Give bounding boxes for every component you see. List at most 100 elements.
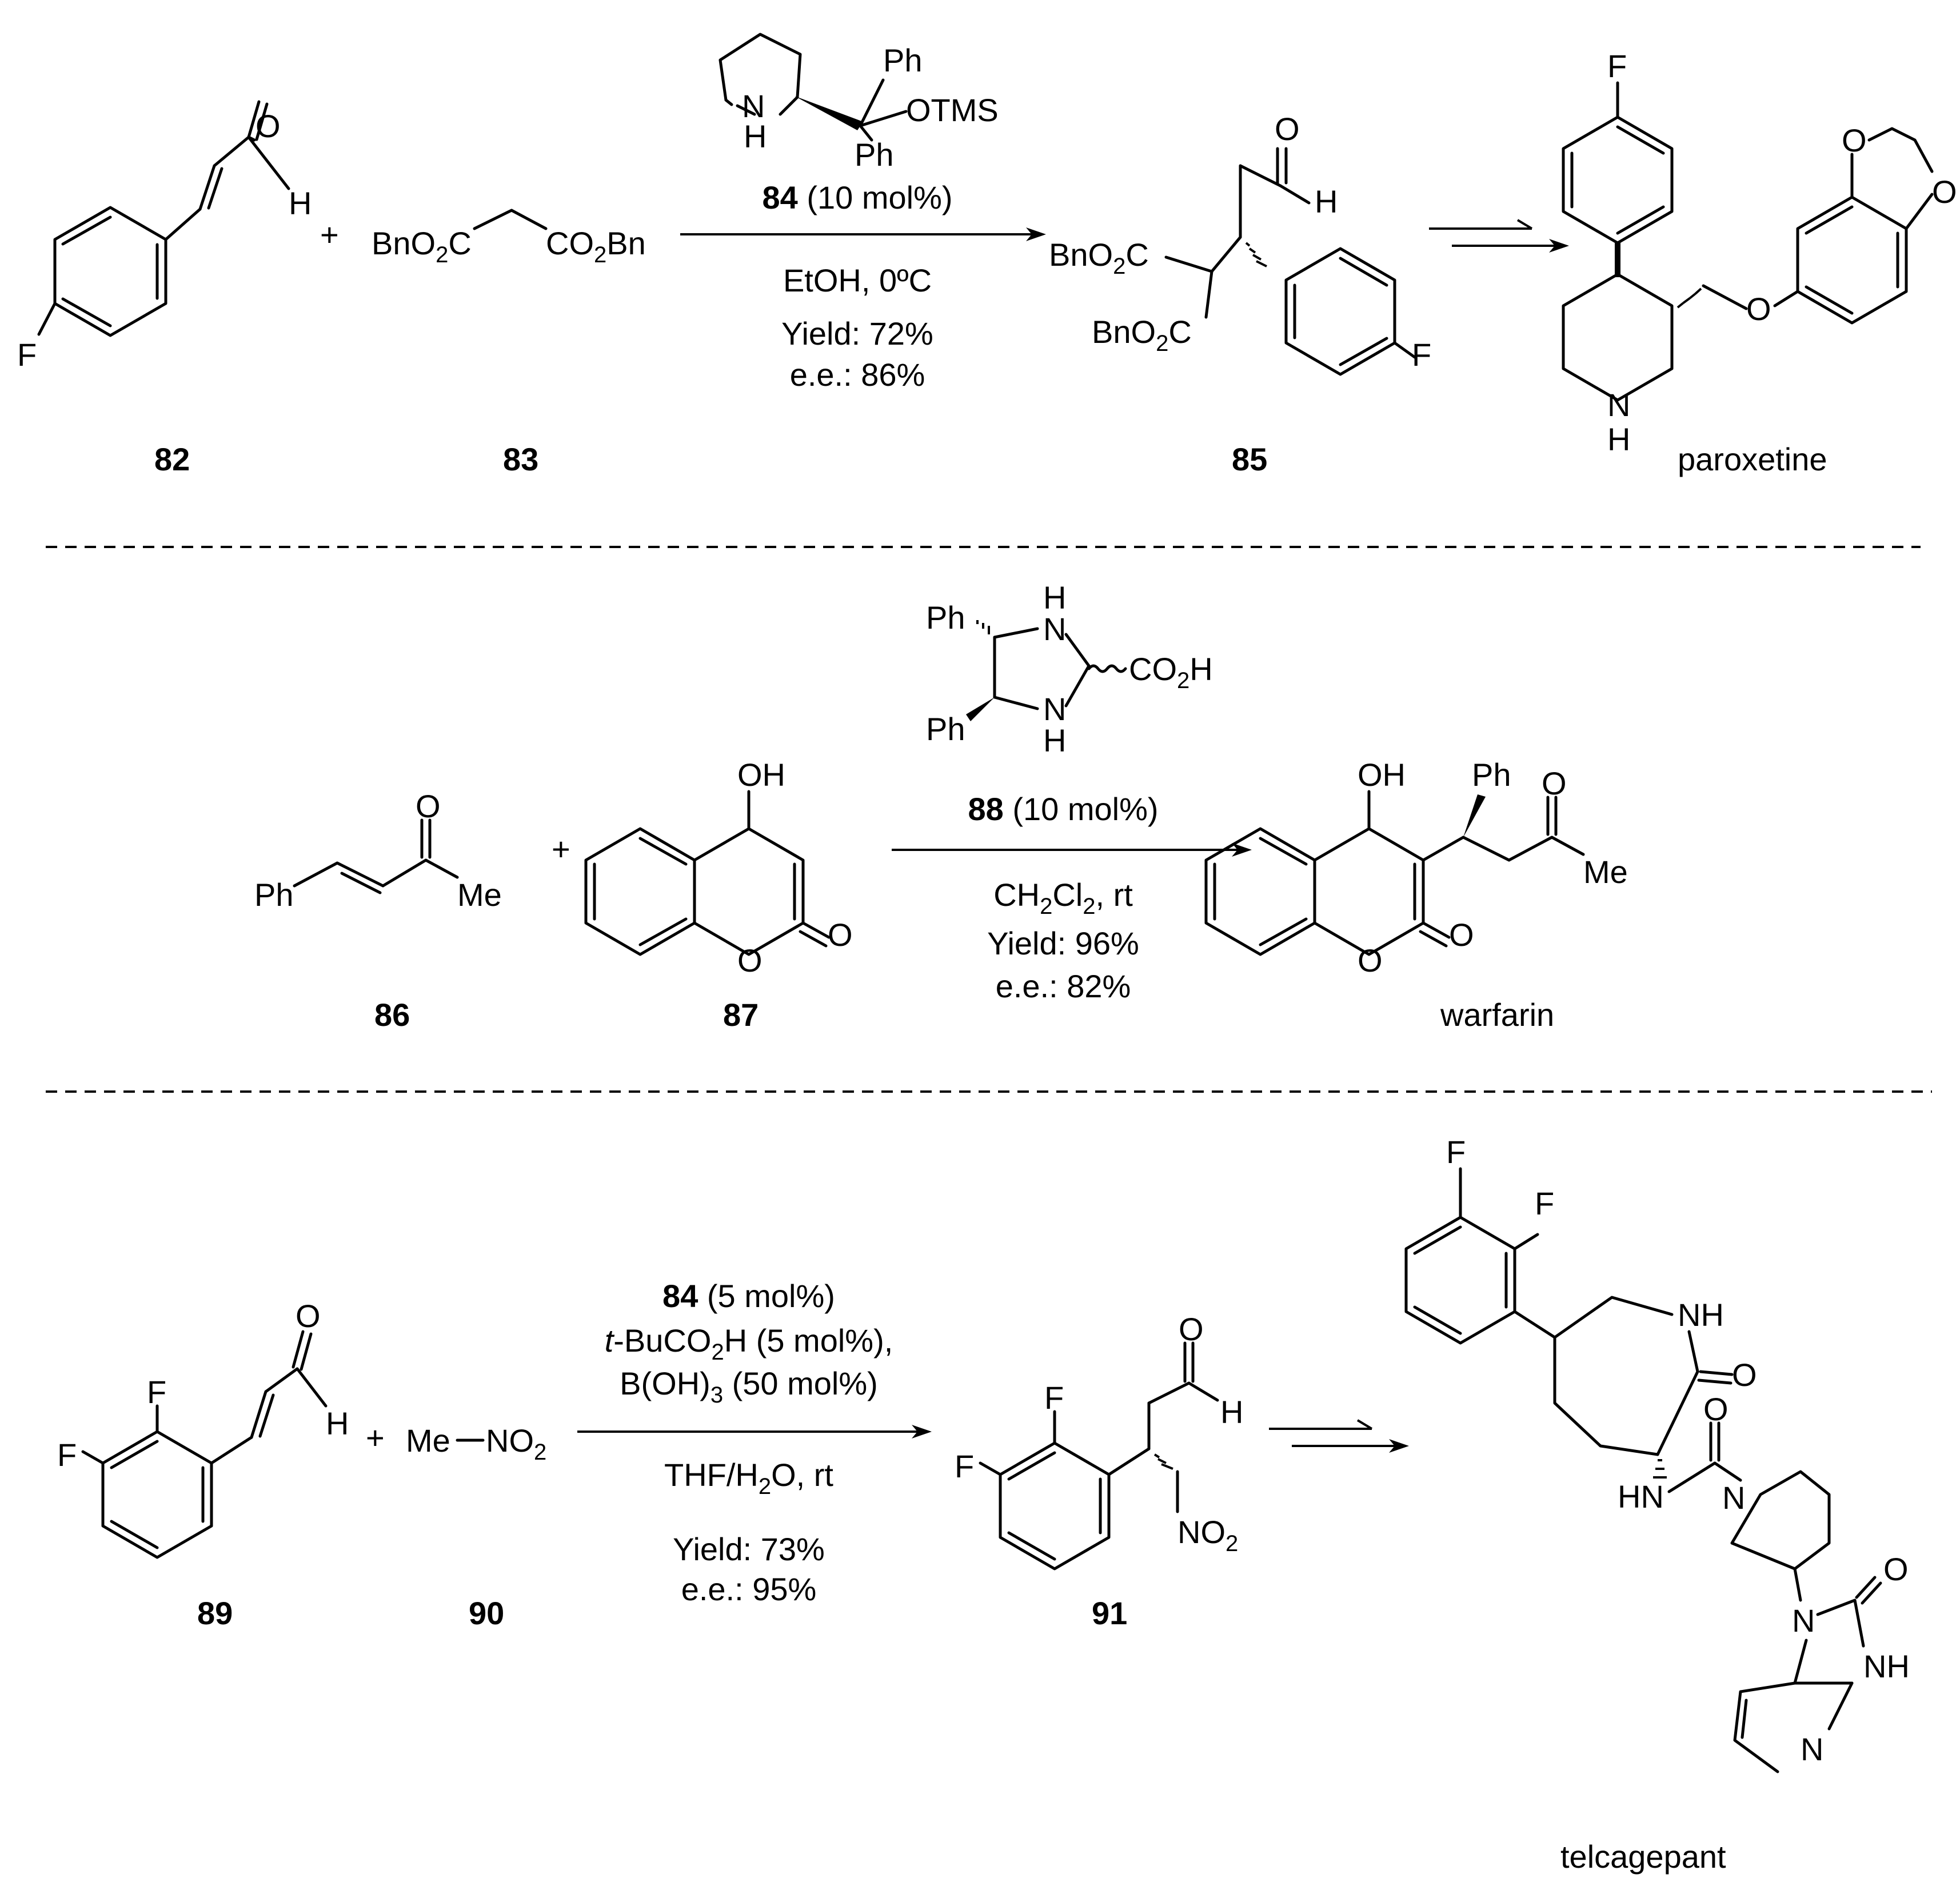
- atom-o: O: [1275, 111, 1300, 147]
- condition-ee: e.e.: 95%: [681, 1571, 817, 1607]
- atom-o-ring: O: [737, 942, 763, 978]
- ester-upper: BnO2C: [1049, 237, 1149, 279]
- atom-o-ketone: O: [1542, 765, 1567, 801]
- condition-ee: e.e.: 86%: [790, 357, 925, 393]
- atom-h-top: H: [1043, 580, 1066, 616]
- atom-n: N: [742, 88, 765, 124]
- atom-oh: OH: [737, 757, 785, 793]
- reaction-3: F F O H 89 + Me NO2 90 84 (5 mol%) t-BuC…: [57, 1134, 1910, 1875]
- atom-o: O: [416, 788, 441, 824]
- atom-h-bottom: H: [1043, 722, 1066, 758]
- compound-86-structure: Ph O Me: [254, 788, 502, 913]
- compound-89-structure: F F O H: [57, 1298, 349, 1559]
- compound-label-91: 91: [1092, 1595, 1127, 1631]
- atom-me: Me: [457, 877, 502, 913]
- condition-yield: Yield: 96%: [987, 925, 1139, 961]
- condition-solvent: EtOH, 0ºC: [783, 262, 932, 298]
- ester-lower: BnO2C: [1092, 314, 1192, 356]
- catalyst-loading: 84 (5 mol%): [662, 1278, 835, 1314]
- condition-solvent: CH2Cl2, rt: [993, 877, 1133, 919]
- atom-f-top: F: [1446, 1134, 1466, 1170]
- condition-solvent: THF/H2O, rt: [664, 1457, 833, 1499]
- atom-n-pyridine: N: [1801, 1731, 1823, 1767]
- atom-f-meta: F: [57, 1437, 77, 1473]
- phenyl-lower: Ph: [926, 711, 965, 747]
- atom-o-lactam: O: [1732, 1357, 1757, 1393]
- plus-sign: +: [320, 217, 339, 253]
- atom-o-ring: O: [1358, 942, 1383, 978]
- reaction-1: O H F 82 + BnO2C CO2Bn 83 N H Ph OTMS: [17, 33, 1957, 477]
- condition-ee: e.e.: 82%: [996, 968, 1131, 1004]
- atom-o: O: [256, 108, 281, 144]
- catalyst-loading: 88 (10 mol%): [968, 791, 1158, 827]
- arrowhead: [912, 1425, 932, 1439]
- atom-n-imidazolone: N: [1792, 1603, 1815, 1639]
- atom-n-piperidine: N: [1722, 1480, 1745, 1516]
- atom-h: H: [744, 118, 767, 154]
- condition-yield: Yield: 73%: [673, 1531, 825, 1567]
- compound-label-85: 85: [1232, 441, 1267, 477]
- atom-n: N: [1607, 387, 1630, 423]
- methyl: Me: [406, 1423, 450, 1459]
- atom-h: H: [289, 185, 312, 221]
- catalyst-88-structure: H N N H CO2H Ph Ph: [926, 580, 1213, 758]
- warfarin-structure: OH O O Ph O Me: [1204, 757, 1628, 978]
- atom-o-top: O: [1842, 122, 1867, 158]
- ester-left: BnO2C: [372, 225, 472, 267]
- atom-n-bottom: N: [1043, 691, 1066, 727]
- atom-f-ortho: F: [1044, 1380, 1064, 1416]
- condition-yield: Yield: 72%: [781, 315, 933, 351]
- atom-o-ether: O: [1746, 291, 1771, 327]
- additive-boric-acid: B(OH)3 (50 mol%): [620, 1365, 878, 1408]
- catalyst-loading: 84 (10 mol%): [762, 179, 952, 215]
- atom-oh: OH: [1358, 757, 1406, 793]
- compound-87-structure: OH O O: [584, 757, 853, 978]
- atom-o-carbonyl: O: [828, 917, 853, 953]
- compound-name-warfarin: warfarin: [1440, 997, 1554, 1033]
- atom-ph: Ph: [1472, 757, 1511, 793]
- atom-f-meta: F: [955, 1448, 974, 1484]
- catalyst-84-structure: N H Ph OTMS Ph: [718, 33, 999, 173]
- compound-85-structure: O H BnO2C BnO2C F: [1049, 111, 1431, 376]
- atom-f-right: F: [1535, 1185, 1554, 1221]
- atom-o-imidazolone: O: [1883, 1551, 1909, 1587]
- atom-f-ortho: F: [147, 1374, 166, 1410]
- plus-sign: +: [366, 1420, 385, 1456]
- arrowhead: [1026, 227, 1046, 241]
- atom-o-right: O: [1932, 174, 1957, 210]
- compound-91-structure: F F O H NO2: [955, 1311, 1243, 1571]
- phenyl-upper: Ph: [883, 42, 923, 78]
- ester-right: CO2Bn: [546, 225, 646, 267]
- additive-acid: t-BuCO2H (5 mol%),: [605, 1322, 893, 1365]
- atom-nh-lactam: NH: [1678, 1297, 1724, 1333]
- atom-o: O: [1179, 1311, 1204, 1347]
- carboxylic-acid: CO2H: [1129, 651, 1213, 693]
- atom-nh-imidazolone: NH: [1863, 1648, 1910, 1684]
- atom-hn-urea: HN: [1618, 1479, 1664, 1515]
- atom-n-top: N: [1043, 611, 1066, 647]
- atom-ph: Ph: [254, 877, 294, 913]
- nitro: NO2: [486, 1423, 546, 1465]
- atom-f: F: [1607, 48, 1627, 84]
- atom-f: F: [17, 337, 37, 373]
- compound-90-structure: Me NO2: [406, 1423, 546, 1465]
- arrowhead: [1232, 843, 1252, 857]
- atom-me: Me: [1583, 854, 1628, 890]
- atom-f: F: [1412, 337, 1431, 373]
- telcagepant-structure: F F NH O HN O N: [1404, 1134, 1910, 1773]
- atom-h: H: [1607, 421, 1630, 457]
- phenyl-lower: Ph: [855, 137, 894, 173]
- compound-name-paroxetine: paroxetine: [1678, 441, 1827, 477]
- reaction-2: Ph O Me 86 + OH O O 87: [254, 580, 1628, 1033]
- compound-83-structure: BnO2C CO2Bn: [372, 209, 646, 267]
- nitro: NO2: [1177, 1514, 1238, 1556]
- compound-82-structure: O H F: [17, 100, 312, 373]
- otms-group: OTMS: [906, 92, 999, 128]
- compound-label-89: 89: [197, 1595, 233, 1631]
- compound-label-86: 86: [374, 997, 410, 1033]
- compound-name-telcagepant: telcagepant: [1560, 1839, 1726, 1875]
- paroxetine-structure: F O O O N H: [1562, 48, 1957, 457]
- atom-o: O: [296, 1298, 321, 1334]
- compound-label-83: 83: [503, 441, 538, 477]
